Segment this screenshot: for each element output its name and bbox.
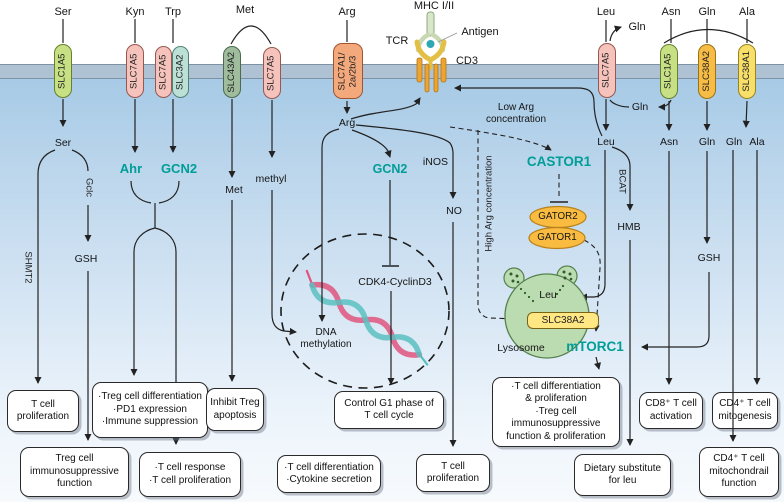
lysosome-leu-label: Leu [539, 289, 557, 301]
inos-label: iNOS [422, 156, 448, 168]
ahr-label: Ahr [119, 161, 143, 176]
aa-ser-label: Ser [54, 6, 72, 18]
leu-internal-label: Leu [597, 136, 615, 148]
met-internal-label: Met [225, 184, 243, 196]
transporter-slc38a2: SLC38A2 [698, 44, 716, 99]
transporter-label: SLC1A5 [662, 53, 674, 90]
aa-kyn-label: Kyn [125, 6, 145, 18]
outcome-treg-differentiation: ·Treg cell differentiation ·PD1 expressi… [92, 382, 208, 438]
outcome-cd4-mitogenesis: CD4⁺ T cell mitogenesis [712, 392, 778, 429]
aa-trp-label: Trp [164, 6, 182, 18]
gclc-label: Gclc [83, 178, 95, 197]
gln-recycle-label: Gln [631, 101, 649, 113]
transporter-slc1a5-right: SLC1A5 [660, 44, 678, 99]
cd3-label: CD3 [455, 55, 478, 67]
gln-efflux-label: Gln [628, 21, 646, 33]
ala-internal-label: Ala [749, 136, 765, 148]
ser-internal-label: Ser [54, 137, 72, 149]
transporter-label: SLC7A5 [600, 52, 612, 89]
outcome-treg-immunosuppressive: Treg cell immunosuppressive function [20, 447, 129, 497]
bcat-label: BCAT [616, 169, 628, 194]
outcome-t-response: ·T cell response ·T cell proliferation [139, 452, 241, 497]
tcr-label: TCR [385, 35, 409, 47]
transporter-label: SLC1A5 [56, 53, 68, 89]
aa-ala-label: Ala [739, 6, 755, 18]
mtorc1-label: mTORC1 [566, 339, 624, 354]
outcome-dietary-substitute: Dietary substitute for leu [574, 454, 671, 496]
outcome-mtorc1-outcomes: ·T cell differentiation & proliferation … [492, 377, 620, 447]
aa-asn-label: Asn [661, 6, 681, 18]
low-arg-label: Low Arg concentration [485, 102, 547, 125]
transporter-label: SLC7A5 [128, 53, 140, 89]
transporter-label: SLC38A2 [700, 51, 712, 92]
outcome-control-g1: Control G1 phase of T cell cycle [334, 391, 444, 429]
transporter-slc38a1: SLC38A1 [738, 44, 756, 99]
gln-internal-label: Gln [698, 136, 716, 148]
gcn2-left-label: GCN2 [160, 161, 198, 176]
antigen-icon [426, 40, 435, 48]
aa-leu-label: Leu [596, 6, 616, 18]
arg-internal-label: Arg [338, 117, 356, 129]
transporter-slc7a5-kyn: SLC7A5 [126, 44, 144, 98]
aa-met-label: Met [235, 4, 255, 16]
transporter-label: SLC7A5 [157, 54, 169, 90]
cdk4-cyclind3-label: CDK4-CyclinD3 [358, 276, 432, 288]
slc38a2-text: SLC38A2 [541, 315, 585, 326]
gator1-label: GATOR1 [537, 232, 577, 243]
transporter-label: SLC7A1/ 2a/2b/3 [336, 51, 359, 91]
aa-gln-label: Gln [698, 6, 716, 18]
methyl-label: methyl [255, 173, 287, 185]
transporter-slc1a5-left: SLC1A5 [54, 44, 72, 98]
antigen-label: Antigen [461, 26, 499, 38]
transporter-slc7a5-trp: SLC7A5 [155, 46, 172, 98]
gsh-right-label: GSH [697, 252, 721, 264]
gsh-left-label: GSH [74, 253, 98, 265]
outcome-t-differentiation-cytokine: ·T cell differentiation ·Cytokine secret… [277, 455, 381, 493]
transporter-slc7a5-leu: SLC7A5 [598, 43, 616, 98]
castor1-label: CASTOR1 [526, 154, 592, 169]
gcn2-mid-label: GCN2 [372, 162, 408, 176]
transporter-label: SLC3A2 [174, 54, 186, 90]
transporter-label: SLC43A2 [225, 51, 237, 93]
high-arg-label: High Arg concentration [483, 155, 495, 252]
outcome-cd4-mitochondrial: CD4⁺ T cell mitochondrail function [699, 447, 779, 497]
shmt2-label: SHMT2 [22, 251, 34, 284]
transporter-slc3a2: SLC3A2 [172, 46, 189, 98]
mhc-label: MHC I/II [413, 0, 455, 12]
outcome-t-proliferation-left: T cell proliferation [7, 390, 79, 432]
lysosome-label: Lysosome [497, 342, 545, 354]
gator2-label: GATOR2 [538, 211, 578, 222]
outcome-inhibit-treg: Inhibit Treg apoptosis [206, 388, 264, 431]
hmb-label: HMB [617, 221, 641, 233]
cell-membrane [0, 64, 784, 79]
gln2-internal-label: Gln [725, 136, 743, 148]
outcome-cd8-activation: CD8⁺ T cell activation [639, 392, 703, 429]
dna-methylation-label: DNA methylation [300, 327, 352, 350]
asn-internal-label: Asn [659, 136, 679, 148]
no-label: NO [446, 205, 462, 217]
transporter-label: SLC7A5 [265, 55, 277, 91]
slc38a2-lysosome-label: SLC38A2 [527, 312, 599, 329]
transporter-slc7a1-2a2b3: SLC7A1/ 2a/2b/3 [333, 43, 363, 99]
antigen-pointer-line [437, 32, 458, 43]
transporter-slc43a2: SLC43A2 [223, 46, 241, 98]
outcome-t-proliferation-mid: T cell proliferation [416, 454, 490, 492]
transporter-slc7a5-met: SLC7A5 [263, 47, 281, 99]
aa-arg-label: Arg [338, 6, 356, 18]
transporter-label: SLC38A1 [740, 51, 752, 92]
